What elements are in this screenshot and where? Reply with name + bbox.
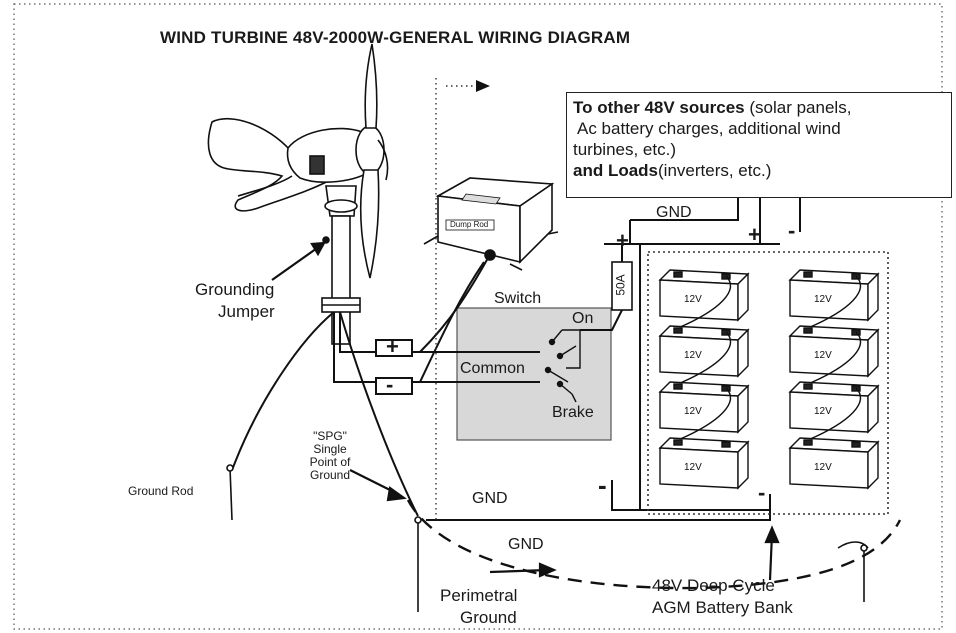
sources-line-3: turbines, etc.) <box>573 140 676 159</box>
battery-group: 12V 12V 12V 12V 12V 12V 12V 12V <box>658 269 880 490</box>
spg-line-3: Point of <box>309 455 351 469</box>
fuse-label: 50A <box>613 274 628 296</box>
battery-12v: 12V <box>788 325 880 385</box>
sources-heading-rest: (solar panels, <box>744 98 852 117</box>
dump-load-box <box>423 177 559 271</box>
battery-12v: 12V <box>788 269 880 329</box>
spg-label: "SPG" Single Point of Ground <box>290 430 370 482</box>
battery-12v: 12V <box>788 381 880 441</box>
battery-12v: 12V <box>658 325 750 385</box>
dump-load-label: Dump Rod <box>450 220 489 229</box>
switch-common-label: Common <box>460 360 525 377</box>
battery-bank-label-1: 48V Deep Cycle <box>652 576 775 595</box>
battery-12v: 12V <box>658 437 750 490</box>
gnd-label-bottom: GND <box>508 536 544 553</box>
battery-bank-label-2: AGM Battery Bank <box>652 598 793 617</box>
spg-rod <box>414 516 422 612</box>
battery-label: 12V <box>684 350 702 361</box>
diagram-title: WIND TURBINE 48V-2000W-GENERAL WIRING DI… <box>160 28 631 47</box>
perimetral-label-1: Perimetral <box>440 586 518 605</box>
dotted-frame <box>13 3 943 630</box>
battery-label: 12V <box>814 294 832 305</box>
bank-minus-sign: - <box>598 470 607 500</box>
gnd-label-top: GND <box>656 204 692 221</box>
battery-bank-enclosure <box>647 251 889 515</box>
battery-label: 12V <box>684 406 702 417</box>
sources-heading: To other 48V sources <box>573 98 745 117</box>
fuse-50a <box>611 261 633 311</box>
loads-heading: and Loads <box>573 161 659 180</box>
battery-label: 12V <box>814 350 832 361</box>
turbine-plus-sign: + <box>386 334 399 359</box>
battery-12v: 12V <box>658 269 750 329</box>
battery-label: 12V <box>684 294 702 305</box>
battery-label: 12V <box>814 462 832 473</box>
spg-line-2: Single <box>313 442 347 456</box>
turbine-hub <box>355 125 385 175</box>
wind-turbine <box>207 43 389 345</box>
pointer-arrows <box>271 241 780 581</box>
grounding-jumper-label-2: Jumper <box>218 302 275 321</box>
turbine-blade-top <box>364 43 378 129</box>
turbine-nacelle <box>286 127 373 183</box>
sources-line-2: Ac battery charges, additional wind <box>577 119 841 138</box>
ground-rod-label: Ground Rod <box>128 484 194 498</box>
sources-minus-sign: - <box>788 218 796 243</box>
switch-label: Switch <box>494 290 542 307</box>
turbine-minus-sign: - <box>386 372 394 397</box>
spg-line-4: Ground <box>309 468 351 482</box>
bank-neg-terminal-sign: - <box>758 480 766 505</box>
switch-brake-label: Brake <box>552 404 594 421</box>
perimetral-ground-loop <box>406 499 902 590</box>
battery-label: 12V <box>814 406 832 417</box>
wires <box>231 190 801 521</box>
spg-line-1: "SPG" <box>313 429 347 443</box>
ground-rod <box>226 464 234 521</box>
grounding-jumper-label-1: Grounding <box>195 280 275 299</box>
turbine-blade-bottom <box>359 169 380 279</box>
switch-on-label: On <box>572 310 594 327</box>
switch-contacts <box>544 329 581 403</box>
battery-12v: 12V <box>788 437 880 490</box>
perimetral-label-2: Ground <box>460 608 517 627</box>
bank-plus-sign: + <box>616 228 629 253</box>
sources-loads-box: To other 48V sources (solar panels, Ac b… <box>566 92 952 198</box>
loads-heading-rest: (inverters, etc.) <box>658 161 772 180</box>
arrow-head <box>476 80 490 92</box>
gnd-label-mid: GND <box>472 490 508 507</box>
battery-12v: 12V <box>658 381 750 441</box>
sources-plus-sign: + <box>748 222 761 247</box>
battery-label: 12V <box>684 462 702 473</box>
